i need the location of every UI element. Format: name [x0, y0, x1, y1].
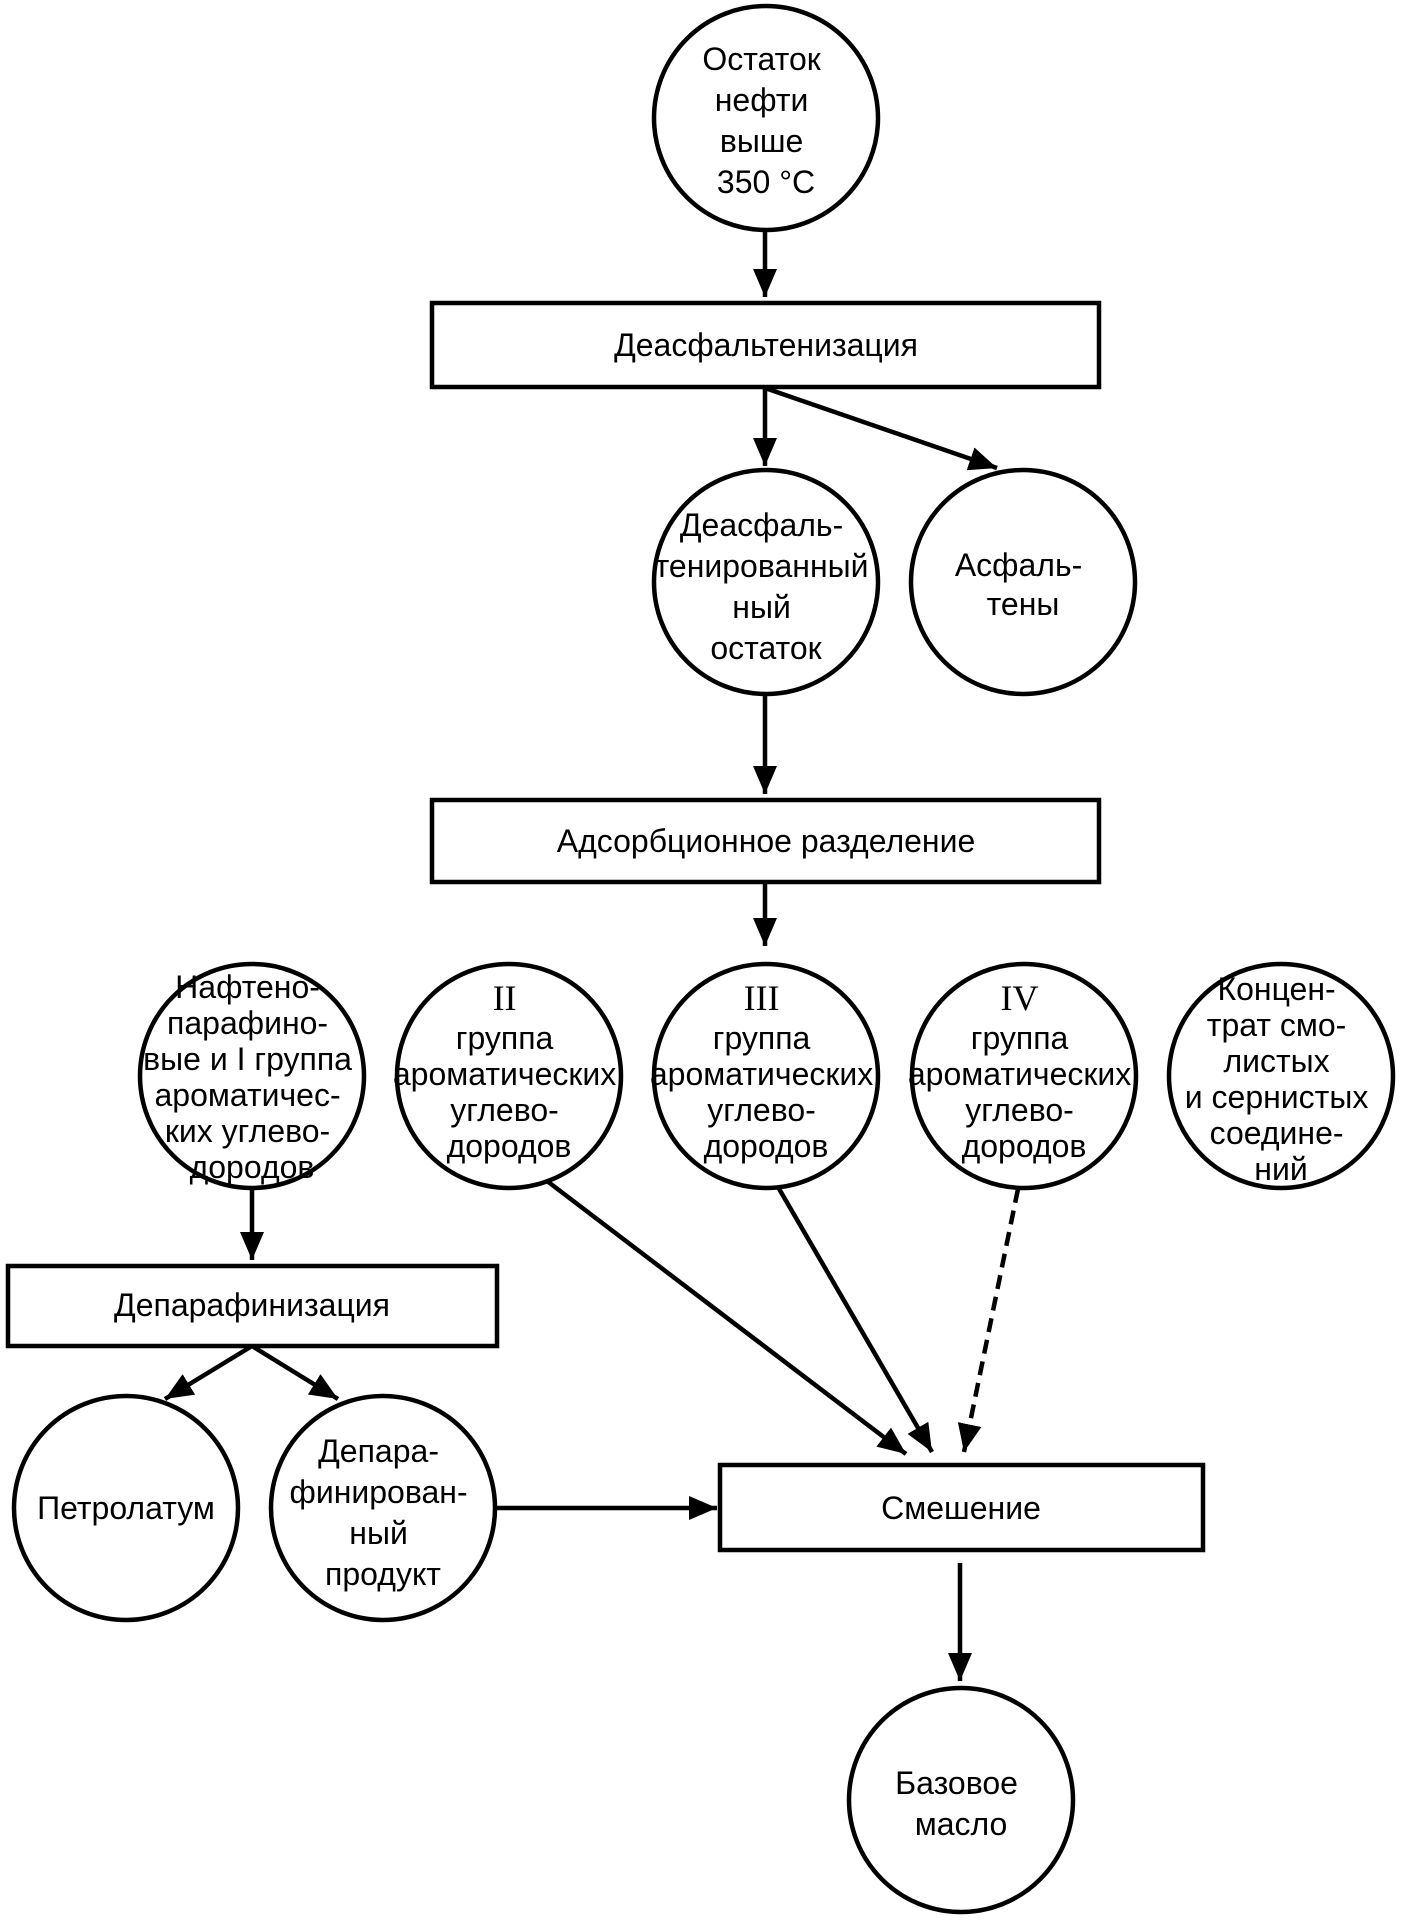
edge-deasphalting-to-asphaltenes [764, 385, 998, 471]
process-deasphalting: Деасфальтенизация [429, 300, 1102, 390]
node-group4-text: IV группа ароматических углево- дородов [908, 978, 1140, 1164]
node-deasphalted-residue-text: Деасфаль- тенированный ный остаток [655, 507, 878, 666]
edge-group3-to-mixing [776, 1185, 934, 1454]
process-dewaxing-label: Депарафинизация [114, 1287, 390, 1323]
node-group3-text: III группа ароматических углево- дородов [650, 978, 882, 1164]
node-resins-text: Концен- трат смо- листых и сернистых сое… [1185, 971, 1377, 1187]
process-adsorption: Адсорбционное разделение [429, 797, 1102, 885]
edge-dewaxing-to-dewaxed-product [250, 1344, 340, 1401]
node-group3: III группа ароматических углево- дородов [650, 961, 882, 1191]
node-group1: Нафтено- парафино- вые и I группа аромат… [137, 961, 367, 1191]
node-group2-text: II группа ароматических углево- дородов [393, 978, 625, 1164]
node-group1-text: Нафтено- парафино- вые и I группа аромат… [143, 969, 361, 1185]
node-dewaxed-product: Депара- финирован- ный продукт [268, 1393, 498, 1623]
node-residue-text: Остаток нефти выше 350 °C [702, 41, 829, 200]
node-asphaltenes-text: Асфаль- тены [955, 547, 1091, 622]
node-base-oil: Базовое масло [846, 1685, 1076, 1915]
node-resins: Концен- трат смо- листых и сернистых сое… [1166, 961, 1396, 1191]
edge-dewaxing-to-petrolatum [163, 1344, 254, 1401]
node-petrolatum: Петролатум [11, 1393, 241, 1623]
process-adsorption-label: Адсорбционное разделение [557, 823, 976, 859]
node-base-oil-text: Базовое масло [895, 1765, 1027, 1842]
node-group2: II группа ароматических углево- дородов [393, 961, 625, 1191]
node-dewaxed-product-text: Депара- финирован- ный продукт [290, 1433, 477, 1592]
node-asphaltenes: Асфаль- тены [908, 467, 1138, 697]
edges [163, 228, 1021, 1681]
edge-group4-to-mixing-dashed [957, 1188, 1021, 1453]
node-deasphalted-residue: Деасфаль- тенированный ный остаток [651, 467, 881, 697]
process-mixing-label: Смешение [881, 1490, 1041, 1526]
process-mixing: Смешение [717, 1462, 1206, 1553]
node-petrolatum-text: Петролатум [37, 1490, 215, 1526]
process-dewaxing: Депарафинизация [5, 1263, 500, 1349]
edge-group2-to-mixing [545, 1179, 908, 1456]
process-deasphalting-label: Деасфальтенизация [614, 327, 918, 363]
node-residue: Остаток нефти выше 350 °C [651, 3, 881, 233]
node-group4: IV группа ароматических углево- дородов [908, 961, 1140, 1191]
